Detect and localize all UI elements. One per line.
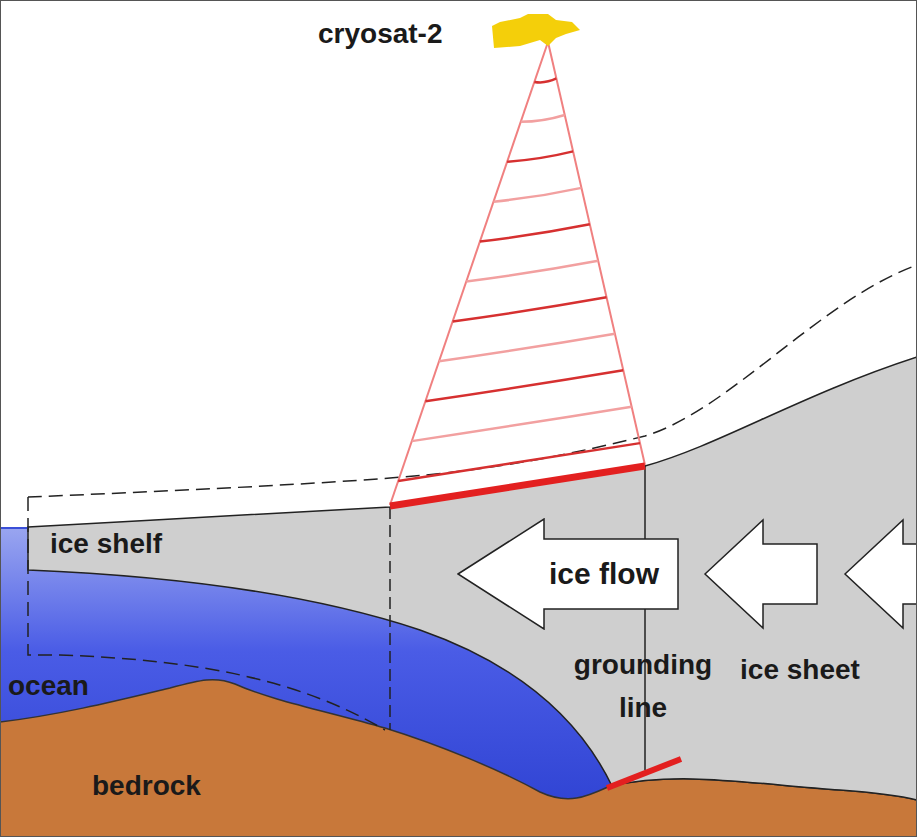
region-label: ocean bbox=[8, 664, 148, 709]
footprint-line bbox=[390, 466, 645, 506]
flow-arrow-node: ice flow bbox=[457, 518, 679, 630]
region-label: cryosat-2 bbox=[318, 12, 498, 57]
radar-wave bbox=[439, 334, 615, 362]
radar-wave bbox=[494, 188, 582, 202]
radar-wave bbox=[521, 115, 565, 122]
radar-wave bbox=[534, 78, 556, 82]
ice-body bbox=[28, 357, 917, 800]
radar-wave bbox=[412, 407, 632, 441]
satellite-body bbox=[492, 14, 580, 48]
region-label: grounding line bbox=[553, 643, 733, 730]
grounding-marker bbox=[607, 759, 681, 788]
flow-arrow bbox=[845, 520, 917, 628]
satellite-icon bbox=[492, 14, 580, 48]
radar-wave bbox=[453, 297, 607, 321]
region-label: bedrock bbox=[92, 764, 272, 809]
radar-wave bbox=[425, 370, 623, 401]
arrow-text: ice flow bbox=[549, 557, 659, 591]
arrow-outline bbox=[458, 519, 678, 629]
radar-wave bbox=[466, 261, 598, 282]
former-surface-dashed bbox=[28, 265, 917, 497]
radar-wave bbox=[507, 151, 573, 161]
beam-edge bbox=[548, 42, 645, 465]
grounding-vertical bbox=[644, 466, 646, 770]
region-label: ice shelf bbox=[50, 522, 250, 567]
radar-wave bbox=[480, 224, 590, 241]
radar-beam bbox=[390, 42, 645, 505]
section-dashed bbox=[389, 507, 391, 730]
region-label: ice sheet bbox=[740, 645, 860, 695]
flow-arrow bbox=[705, 520, 817, 628]
water-surface bbox=[0, 527, 28, 529]
